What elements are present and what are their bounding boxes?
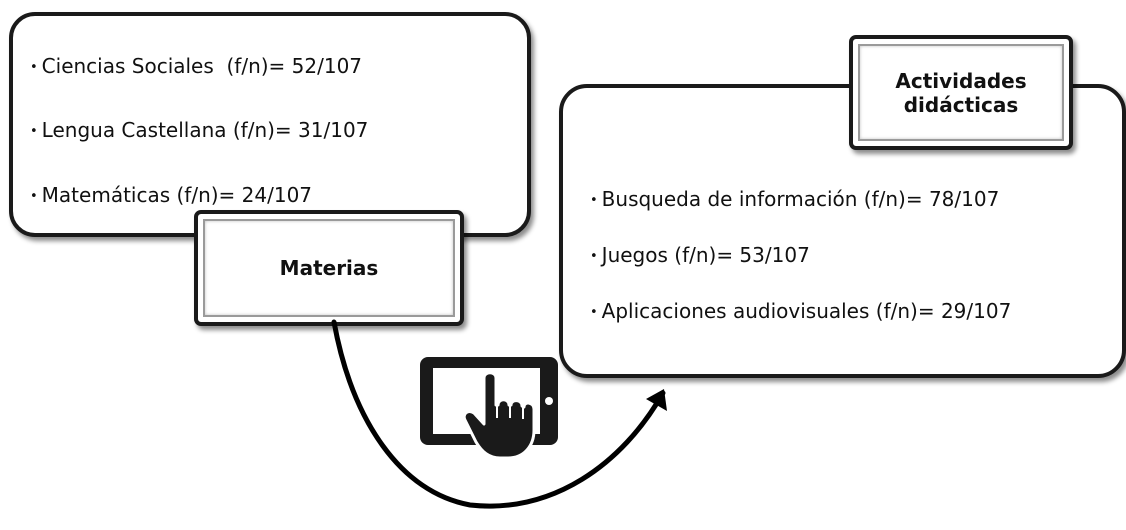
list-item: •Lengua Castellana (f/n)= 31/107 xyxy=(30,118,368,146)
bullet: • xyxy=(30,189,38,204)
materia-ciencias-sociales: Ciencias Sociales (f/n)= 52/107 xyxy=(41,54,363,78)
materia-matematicas: Matemáticas (f/n)= 24/107 xyxy=(41,183,313,207)
bullet: • xyxy=(590,193,598,208)
materias-list-box: •Ciencias Sociales (f/n)= 52/107 •Lengua… xyxy=(9,12,531,237)
actividad-juegos: Juegos (f/n)= 53/107 xyxy=(601,243,810,267)
bullet: • xyxy=(30,60,38,75)
bullet: • xyxy=(30,124,38,139)
actividades-label-box: Actividades didácticas xyxy=(849,35,1073,150)
list-item: •Aplicaciones audiovisuales (f/n)= 29/10… xyxy=(590,299,1011,327)
curved-arrow-icon xyxy=(331,319,666,509)
list-item: •Matemáticas (f/n)= 24/107 xyxy=(30,183,312,211)
bullet: • xyxy=(590,249,598,264)
actividades-title: Actividades didácticas xyxy=(858,44,1064,141)
list-item: •Busqueda de información (f/n)= 78/107 xyxy=(590,187,999,215)
actividad-aplicaciones-audiovisuales: Aplicaciones audiovisuales (f/n)= 29/107 xyxy=(601,299,1012,323)
actividades-title-line1: Actividades xyxy=(895,68,1027,93)
list-item: •Juegos (f/n)= 53/107 xyxy=(590,243,810,271)
list-item: •Ciencias Sociales (f/n)= 52/107 xyxy=(30,54,362,82)
actividades-title-line2: didácticas xyxy=(903,92,1019,117)
tablet-touch-icon xyxy=(420,357,558,460)
materia-lengua-castellana: Lengua Castellana (f/n)= 31/107 xyxy=(41,118,369,142)
actividad-busqueda-informacion: Busqueda de información (f/n)= 78/107 xyxy=(601,187,1000,211)
materias-title: Materias xyxy=(203,219,455,317)
bullet: • xyxy=(590,305,598,320)
arrowhead-icon xyxy=(646,389,667,411)
hand-pointer-icon xyxy=(462,371,536,460)
materias-label-box: Materias xyxy=(194,210,464,326)
